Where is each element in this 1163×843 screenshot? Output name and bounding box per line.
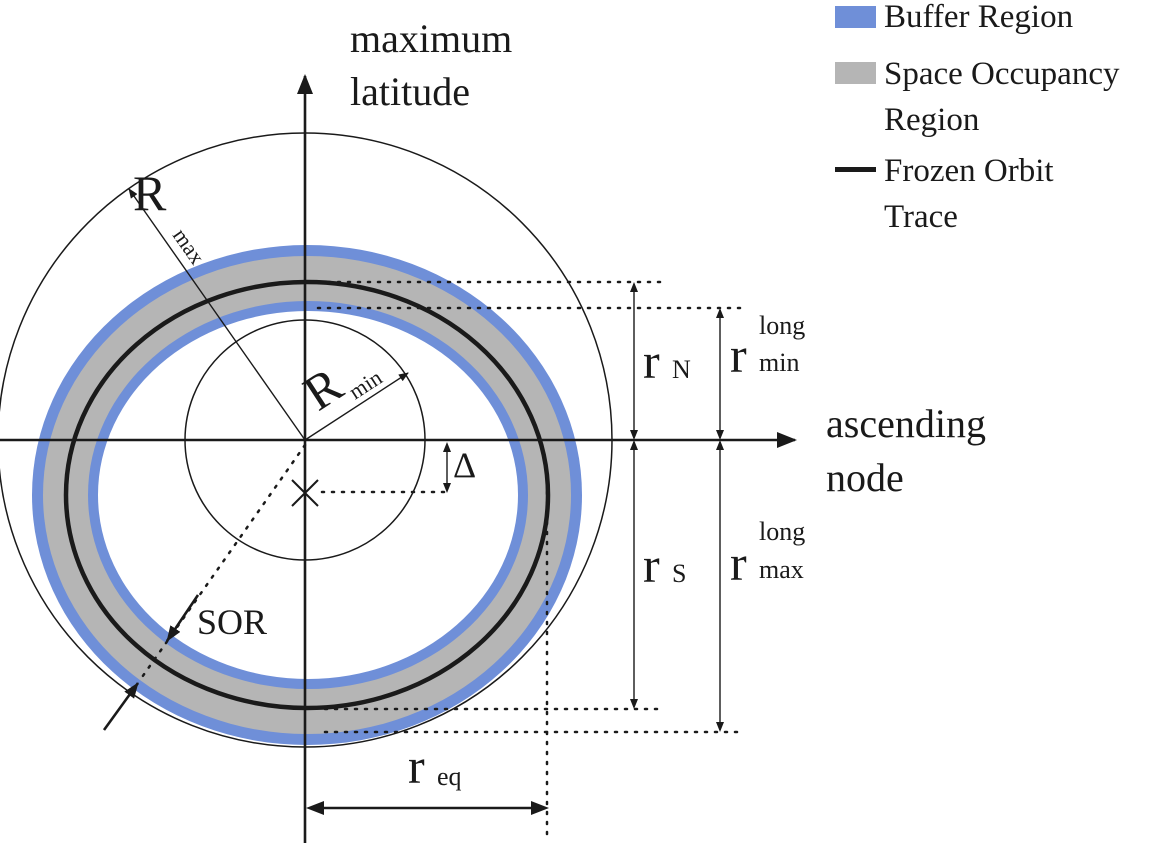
orbit-center-marker <box>291 479 319 507</box>
svg-text:R: R <box>133 165 167 221</box>
legend-trace-swatch <box>835 167 876 172</box>
legend-trace-label-2: Trace <box>884 199 958 235</box>
legend-trace-label-1: Frozen Orbit <box>884 153 1054 189</box>
legend: Buffer Region Space Occupancy Region Fro… <box>835 0 1120 235</box>
rs-label-sub: S <box>672 559 686 588</box>
req-label-sub: eq <box>437 762 462 791</box>
frozen-orbit-trace <box>63 279 551 711</box>
rmaxlong-label-main: r <box>730 535 747 591</box>
rmax-label-sub: max <box>168 224 210 269</box>
rmin-radius-line <box>304 372 409 441</box>
legend-sor-label-1: Space Occupancy <box>884 56 1120 92</box>
horizontal-axis-label-1: ascending <box>826 401 986 446</box>
rn-label-main: r <box>643 333 660 389</box>
legend-buffer-label: Buffer Region <box>884 0 1073 35</box>
horizontal-axis-label-2: node <box>826 455 904 500</box>
rmaxlong-label-sub: max <box>759 555 804 584</box>
req-label-main: r <box>408 738 425 794</box>
sor-label: SOR <box>197 602 267 642</box>
rmaxlong-label-sup: long <box>759 517 805 546</box>
rminlong-label-main: r <box>730 327 747 383</box>
rs-label-main: r <box>643 537 660 593</box>
sor-arrow-upper <box>165 594 200 642</box>
rn-label-sub: N <box>672 355 691 384</box>
legend-sor-label-2: Region <box>884 102 979 138</box>
delta-label: Δ <box>453 445 476 485</box>
vertical-axis-label-2: latitude <box>350 69 470 114</box>
rminlong-label-sub: min <box>759 348 799 377</box>
vertical-axis-label-1: maximum <box>350 16 512 61</box>
legend-sor-swatch <box>835 62 876 84</box>
sor-arrow-lower <box>102 682 140 731</box>
rmax-radius-line <box>128 188 306 441</box>
legend-buffer-swatch <box>835 6 876 28</box>
rmax-label: R <box>133 165 167 221</box>
rminlong-label-sup: long <box>759 311 805 340</box>
